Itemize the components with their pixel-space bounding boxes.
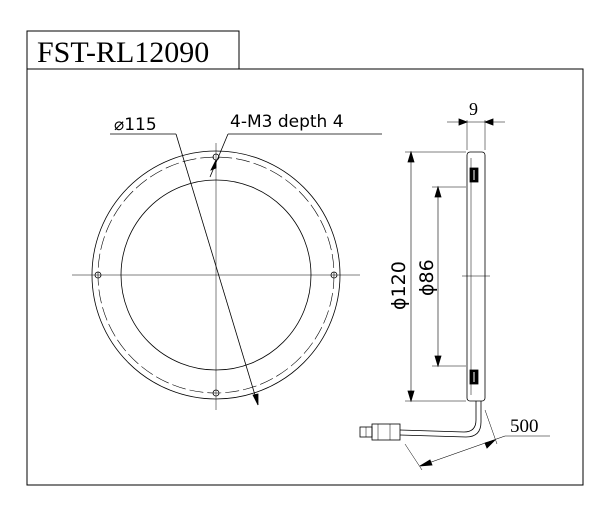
mount-hole-right (330, 271, 338, 279)
dimension-arrow-icon (483, 118, 494, 126)
inner-diameter-label: ϕ86 (416, 259, 438, 296)
thickness-label: 9 (469, 99, 478, 119)
mount-hole-leader (209, 133, 229, 178)
dimension-arrow-icon (419, 459, 433, 467)
cable-length-ext-right (484, 409, 498, 445)
leader-arrow-icon (210, 159, 217, 171)
dimension-arrow-icon (252, 393, 259, 406)
dimension-arrow-icon (484, 439, 496, 449)
mount-hole-label: 4-M3 depth 4 (230, 112, 344, 132)
cable-length-label: 500 (510, 416, 539, 437)
title-box (26, 30, 240, 70)
ring-side-body (466, 151, 486, 402)
drawing-frame (26, 68, 584, 486)
outer-diameter-label: ϕ120 (388, 261, 410, 310)
connector-body (371, 423, 401, 441)
dimension-arrow-icon (407, 390, 415, 403)
mount-hole-left (94, 271, 102, 279)
cable-outline (399, 401, 482, 438)
front-view (72, 133, 382, 410)
cable (399, 401, 477, 433)
bolt-circle-label: ⌀115 (114, 115, 157, 135)
bolt-circle-dimension-line (175, 133, 259, 406)
side-view (359, 118, 550, 471)
title: FST-RL12090 (37, 36, 209, 69)
dimension-arrow-icon (434, 355, 442, 368)
mount-hole-bottom (212, 389, 220, 397)
cable-length-ext-left (404, 443, 423, 471)
dimension-arrow-icon (458, 118, 469, 126)
dimension-arrow-icon (407, 150, 415, 163)
dimension-arrow-icon (434, 185, 442, 198)
